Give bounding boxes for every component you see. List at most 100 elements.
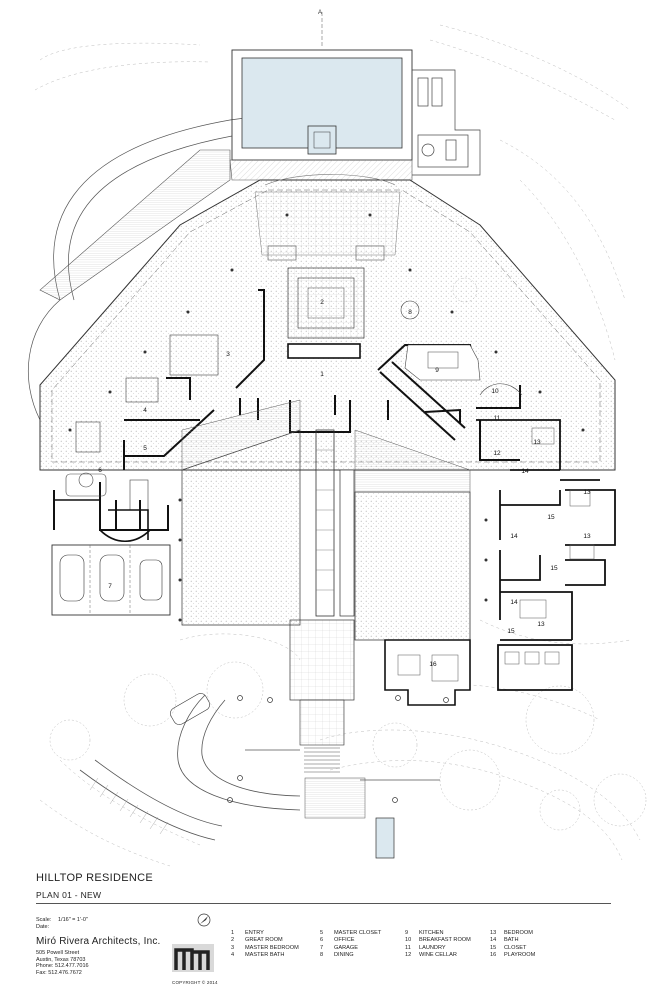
floor-plan-drawing: A xyxy=(28,10,647,867)
firm-block: Miró Rivera Architects, Inc. 505 Powell … xyxy=(36,936,161,976)
legend-label: GARAGE xyxy=(334,944,358,951)
garage xyxy=(51,544,171,616)
legend-number: 1 xyxy=(231,930,235,936)
room-number-closet-a: 15 xyxy=(547,514,555,521)
dining-table xyxy=(400,300,420,320)
room-number-bath-a: 14 xyxy=(521,468,529,475)
legend-number: 10 xyxy=(405,937,412,944)
firm-name: Miró Rivera Architects, Inc. xyxy=(36,936,161,947)
terrace-band xyxy=(229,159,413,181)
room-number-bedroom-c: 13 xyxy=(583,533,591,540)
room-number-breakfast-room: 10 xyxy=(491,388,499,395)
driveway-hatch xyxy=(89,777,169,835)
room-number-master-bedroom: 3 xyxy=(226,351,230,358)
firm-address-1: 505 Powell Street xyxy=(36,950,80,956)
great-room xyxy=(287,267,365,339)
east-courtyard xyxy=(354,491,471,641)
title-rule xyxy=(36,903,611,904)
firm-phone: Phone: 512.477.7016 xyxy=(36,963,89,970)
legend-item: 1 ENTRY xyxy=(231,930,299,937)
legend-column: 13 BEDROOM 14 BATH 15 CLOSET 16 PLAYROOM xyxy=(490,930,535,960)
legend-number: 7 xyxy=(320,944,324,951)
room-number-master-closet: 5 xyxy=(143,445,147,452)
legend-number: 13 xyxy=(490,930,497,936)
date-label: Date: xyxy=(36,924,50,930)
legend-number: 5 xyxy=(320,930,324,936)
legend-label: OFFICE xyxy=(334,937,355,944)
legend-item: 14 BATH xyxy=(490,937,535,944)
legend-number: 15 xyxy=(490,944,497,951)
legend-label: ENTRY xyxy=(245,930,264,936)
spa xyxy=(307,125,337,155)
legend-label: MASTER BATH xyxy=(245,952,285,959)
legend-label: GREAT ROOM xyxy=(245,937,283,944)
legend-item: 12 WINE CELLAR xyxy=(405,952,471,959)
legend-item: 16 PLAYROOM xyxy=(490,952,535,959)
scale-label: Scale: xyxy=(36,917,52,923)
legend-number: 14 xyxy=(490,937,497,944)
legend-label: BEDROOM xyxy=(504,930,533,936)
legend-item: 10 BREAKFAST ROOM xyxy=(405,937,471,944)
room-number-kitchen: 9 xyxy=(435,367,439,374)
room-number-wine-cellar: 12 xyxy=(493,450,501,457)
legend-item: 15 CLOSET xyxy=(490,945,535,952)
legend-item: 9 KITCHEN xyxy=(405,930,471,937)
porch-grid xyxy=(254,191,401,256)
pool-terrace xyxy=(412,69,481,176)
legend-number: 6 xyxy=(320,937,324,944)
room-number-bedroom-b: 13 xyxy=(583,489,591,496)
room-number-bedroom-a: 13 xyxy=(533,439,541,446)
legend-label: PLAYROOM xyxy=(504,952,536,959)
cars xyxy=(59,554,210,725)
drawing-subtitle: PLAN 01 - NEW xyxy=(36,890,102,900)
firm-fax: Fax: 512.476.7672 xyxy=(36,969,82,976)
room-number-closet-c: 15 xyxy=(507,628,515,635)
room-number-playroom: 16 xyxy=(429,661,437,668)
playroom xyxy=(384,639,471,706)
room-number-master-bath: 4 xyxy=(143,407,147,414)
title-block: HILLTOP RESIDENCE PLAN 01 - NEW xyxy=(36,872,153,900)
legend-label: BATH xyxy=(504,937,519,944)
legend-number: 16 xyxy=(490,952,497,959)
legend-label: BREAKFAST ROOM xyxy=(419,937,471,944)
front-walk xyxy=(289,619,355,701)
room-number-bedroom-d: 13 xyxy=(537,621,545,628)
legend-label: KITCHEN xyxy=(419,930,444,936)
legend-label: WINE CELLAR xyxy=(419,952,457,959)
legend-number: 4 xyxy=(231,952,235,959)
landscape-circles xyxy=(227,695,449,803)
room-number-entry: 1 xyxy=(320,371,324,378)
columns xyxy=(68,213,585,622)
legend-number: 3 xyxy=(231,944,235,951)
room-number-garage: 7 xyxy=(108,583,112,590)
legend-item: 7 GARAGE xyxy=(320,945,381,952)
legend-label: CLOSET xyxy=(504,944,527,951)
firm-logo-icon xyxy=(172,944,214,972)
section-marker: A xyxy=(318,10,322,16)
legend-item: 6 OFFICE xyxy=(320,937,381,944)
front-pool xyxy=(375,817,395,859)
master-wing-walls xyxy=(53,289,265,531)
legend-number: 12 xyxy=(405,952,412,959)
scale-value: 1/16" = 1'-0" xyxy=(58,917,88,923)
north-arrow-icon xyxy=(197,913,211,927)
legend-number: 11 xyxy=(405,944,411,951)
room-number-bath-c: 14 xyxy=(510,599,518,606)
lower-drive xyxy=(79,694,301,841)
scale-block: Scale: 1/16" = 1'-0" Date: xyxy=(36,917,88,931)
firm-address-2: Austin, Texas 78703 xyxy=(36,956,86,963)
room-number-closet-b: 15 xyxy=(550,565,558,572)
room-number-laundry: 11 xyxy=(494,415,501,422)
room-number-dining: 8 xyxy=(408,309,412,316)
room-number-office: 6 xyxy=(98,467,102,474)
legend-number: 9 xyxy=(405,930,409,936)
